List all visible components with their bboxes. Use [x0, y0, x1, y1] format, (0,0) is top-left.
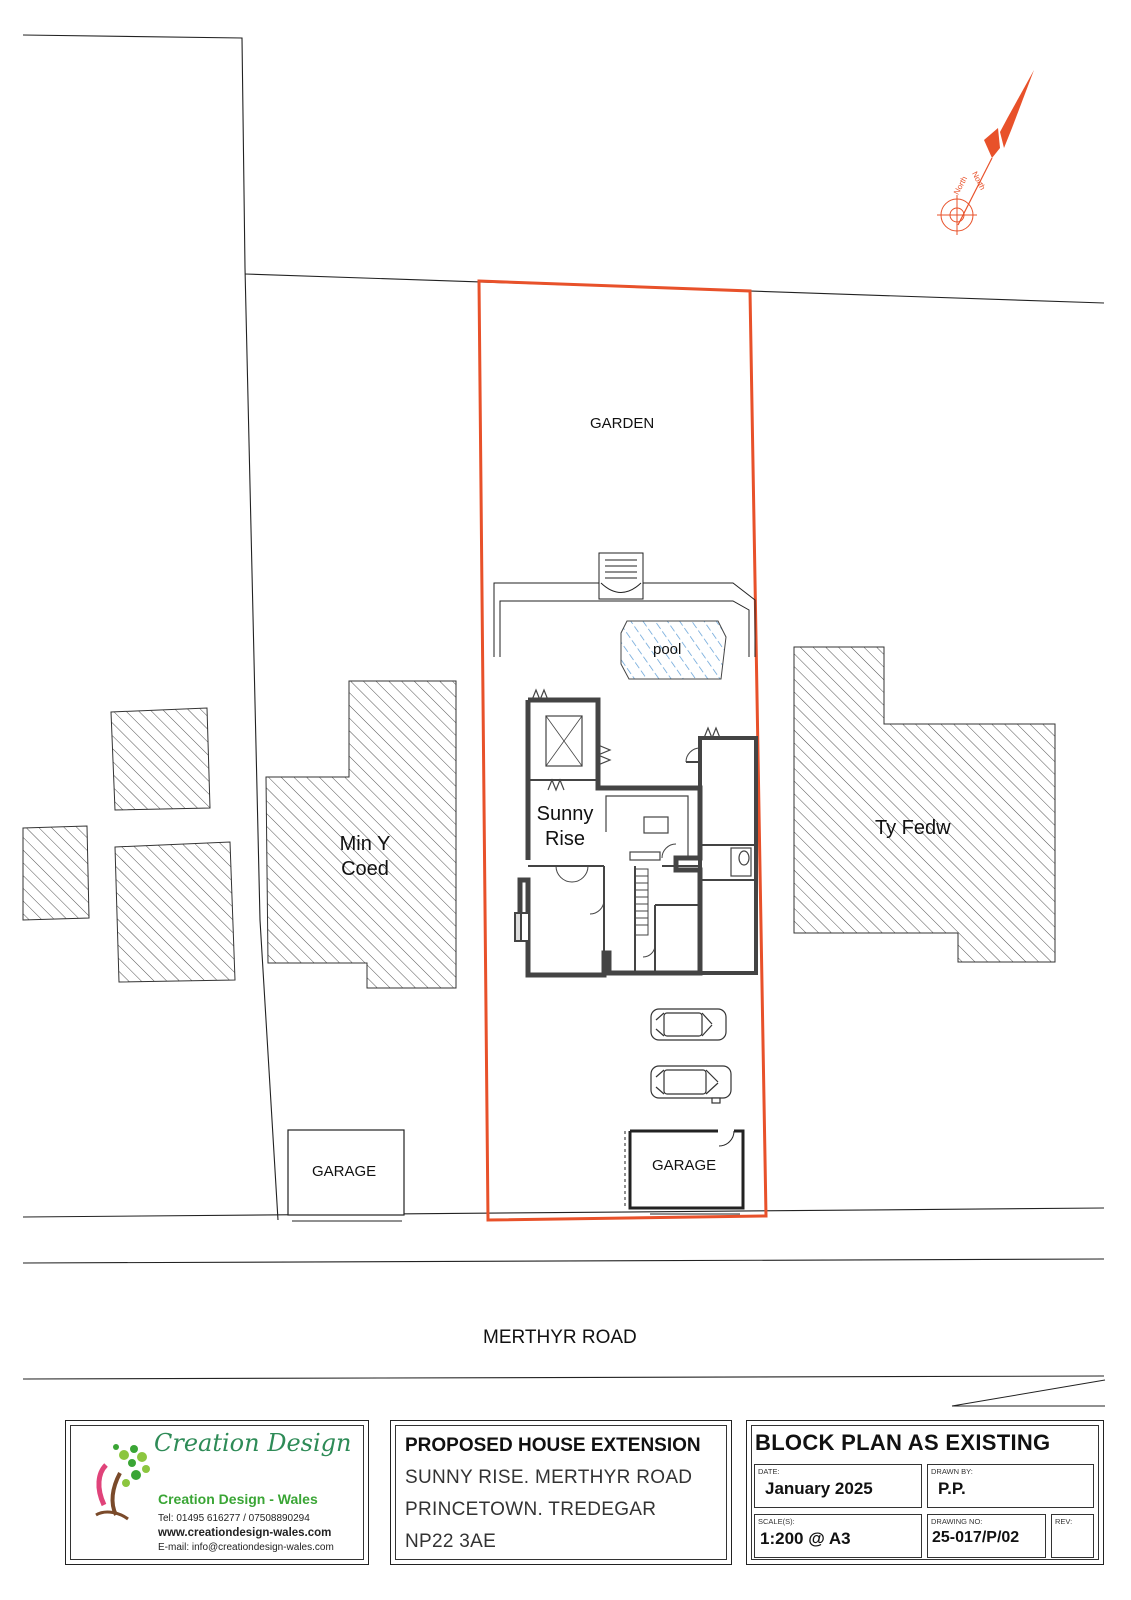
garage-right-outline: [624, 1129, 745, 1215]
project-line-3: NP22 3AE: [405, 1531, 497, 1552]
car-1: [650, 1008, 727, 1041]
car-2: [650, 1065, 732, 1104]
patio-steps: [598, 552, 644, 600]
date-label: DATE:: [758, 1467, 780, 1476]
north-arrow-icon: [937, 70, 1034, 235]
sheet-title: BLOCK PLAN AS EXISTING: [755, 1430, 1051, 1455]
rev-cell: REV:: [1051, 1514, 1094, 1558]
project-panel: PROPOSED HOUSE EXTENSION SUNNY RISE. MER…: [390, 1420, 732, 1565]
label-garden: GARDEN: [590, 415, 655, 432]
logo-tel: Tel: 01495 616277 / 07508890294: [158, 1513, 310, 1524]
neighbour-buildings: [22, 646, 1056, 989]
logo-subtitle: Creation Design - Wales: [158, 1491, 318, 1507]
tree-logo-icon: [95, 1444, 150, 1521]
pool: [620, 620, 727, 680]
drawn-by-label: DRAWN BY:: [931, 1467, 973, 1476]
outbuilding-2: [22, 825, 90, 921]
site-boundary: [477, 279, 768, 1222]
label-sunny-rise: Sunny Rise: [536, 803, 594, 850]
house-sunny-rise: [514, 688, 758, 978]
label-road: MERTHYR ROAD: [483, 1327, 637, 1348]
drawing-no-label: DRAWING NO:: [931, 1517, 983, 1526]
label-garage-left: GARAGE: [312, 1163, 377, 1180]
title-block-accent-line: [951, 1379, 1106, 1407]
logo-brand: Creation Design: [154, 1429, 352, 1457]
date-cell: DATE: January 2025: [754, 1464, 922, 1508]
logo-web: www.creationdesign-wales.com: [158, 1527, 332, 1539]
building-min-y-coed: [265, 680, 457, 989]
label-pool: pool: [653, 641, 682, 658]
project-title: PROPOSED HOUSE EXTENSION: [405, 1435, 701, 1456]
scale-cell: SCALE(S): 1:200 @ A3: [754, 1514, 922, 1558]
rev-label: REV:: [1055, 1517, 1073, 1526]
date-value: January 2025: [765, 1479, 873, 1498]
outbuilding-1: [110, 707, 211, 811]
label-ty-fedw: Ty Fedw: [875, 817, 951, 839]
block-plan-drawing: [22, 34, 1105, 1380]
label-min-y-coed: Min Y Coed: [339, 833, 391, 880]
garage-left-outline: [287, 1129, 405, 1216]
drawing-no-value: 25-017/P/02: [932, 1529, 1020, 1546]
drawn-by-cell: DRAWN BY: P.P.: [927, 1464, 1094, 1508]
project-line-2: PRINCETOWN. TREDEGAR: [405, 1499, 657, 1520]
boundary-lines: [22, 34, 1105, 1380]
building-ty-fedw: [793, 646, 1056, 963]
logo-email: E-mail: info@creationdesign-wales.com: [158, 1542, 334, 1553]
scale-label: SCALE(S):: [758, 1517, 795, 1526]
outbuilding-3: [114, 841, 236, 983]
project-line-1: SUNNY RISE. MERTHYR ROAD: [405, 1467, 693, 1488]
drawing-no-cell: DRAWING NO: 25-017/P/02: [927, 1514, 1046, 1558]
scale-value: 1:200 @ A3: [760, 1529, 851, 1548]
rear-patio: [493, 552, 756, 657]
drawn-by-value: P.P.: [938, 1479, 966, 1498]
label-garage-right: GARAGE: [652, 1157, 717, 1174]
logo-panel: Creation Design Creation Design - Wales …: [65, 1420, 369, 1565]
sheet-panel: BLOCK PLAN AS EXISTING DATE: January 202…: [746, 1420, 1104, 1565]
